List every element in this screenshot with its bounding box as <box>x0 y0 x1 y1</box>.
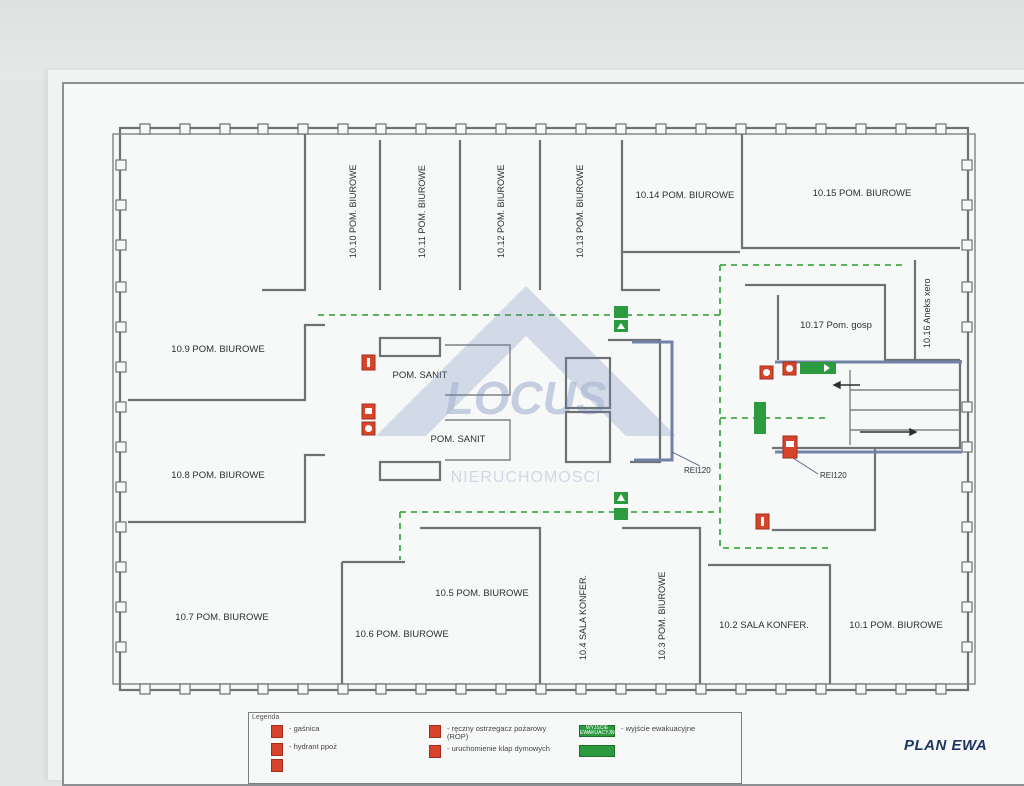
legend-item-rop: - ręczny ostrzegacz pożarowy (ROP) <box>429 725 567 741</box>
room-10-16-label: 10.16 Aneks xero <box>922 278 932 348</box>
wall-background <box>0 0 1024 80</box>
fire-extinguisher-icon <box>755 513 770 530</box>
exit-sign-icon <box>800 362 836 374</box>
fire-alarm-call-point-icon <box>429 725 441 738</box>
room-10-13-label: 10.13 POM. BIUROWE <box>575 164 585 258</box>
legend-extinguisher-text: - gaśnica <box>289 724 320 733</box>
interior-walls <box>128 134 962 684</box>
exit-sign-icon <box>614 306 628 332</box>
hydrant-icon <box>271 743 283 756</box>
room-10-4-label: 10.4 SALA KONFER. <box>578 575 588 660</box>
sanitary-room-2-label: POM. SANIT <box>431 434 486 445</box>
legend-item-exit: WYJŚCIE EWAKUACYJNE - wyjście ewakuacyjn… <box>579 725 695 737</box>
room-10-5-label: 10.5 POM. BIUROWE <box>435 588 528 599</box>
hydrant-icon <box>361 403 376 420</box>
legend-hydrant-text: - hydrant ppoż <box>289 742 337 751</box>
room-10-15-label: 10.15 POM. BIUROWE <box>813 188 912 199</box>
sanitary-room-1-label: POM. SANIT <box>393 370 448 381</box>
smoke-vent-trigger-icon <box>782 361 797 376</box>
legend-item-extinguisher: - gaśnica <box>271 725 319 738</box>
legend-smoke-text: - uruchomienie klap dymowych <box>447 744 550 753</box>
room-10-10-label: 10.10 POM. BIUROWE <box>348 164 358 258</box>
legend-item-exit-arrow <box>579 745 615 757</box>
room-10-17-label: 10.17 Pom. gosp <box>800 320 872 331</box>
rei-label-right: REI120 <box>820 471 847 480</box>
room-10-2-label: 10.2 SALA KONFER. <box>719 620 809 631</box>
room-10-8-label: 10.8 POM. BIUROWE <box>171 470 264 481</box>
fire-extinguisher-icon <box>271 725 283 738</box>
plan-sheet <box>62 82 1024 786</box>
rei-label-left: REI120 <box>684 466 711 475</box>
legend-rop-text: - ręczny ostrzegacz pożarowy (ROP) <box>447 724 547 741</box>
room-10-1-label: 10.1 POM. BIUROWE <box>849 620 942 631</box>
room-10-3-label: 10.3 POM. BIUROWE <box>657 571 667 660</box>
room-10-7-label: 10.7 POM. BIUROWE <box>175 612 268 623</box>
floor-plan: 10.9 POM. BIUROWE 10.8 POM. BIUROWE 10.7… <box>112 123 976 695</box>
room-10-9-label: 10.9 POM. BIUROWE <box>171 344 264 355</box>
exit-sign-icon: WYJŚCIE EWAKUACYJNE <box>579 725 618 737</box>
plan-title: PLAN EWA <box>904 737 988 754</box>
exit-sign-icon <box>614 492 628 520</box>
exit-arrow-icon <box>579 745 615 757</box>
legend: Legenda - gaśnica - hydrant ppoż - ręczn… <box>248 712 742 784</box>
smoke-vent-icon <box>271 759 283 772</box>
fire-alarm-call-point-icon <box>759 365 774 380</box>
legend-title: Legenda <box>252 714 280 721</box>
smoke-vent-trigger-icon <box>429 745 441 758</box>
exit-sign-icon <box>754 402 766 434</box>
room-10-14-label: 10.14 POM. BIUROWE <box>636 190 735 201</box>
evacuation-route <box>318 264 905 560</box>
fire-extinguisher-icon <box>361 354 376 371</box>
outer-wall <box>118 126 970 692</box>
legend-item-smoke-bottom <box>271 759 283 772</box>
legend-exit-text: - wyjście ewakuacyjne <box>621 724 696 733</box>
fire-alarm-call-point-icon <box>361 421 376 436</box>
window-columns <box>115 123 973 695</box>
room-10-6-label: 10.6 POM. BIUROWE <box>355 629 448 640</box>
legend-item-hydrant: - hydrant ppoż <box>271 743 337 756</box>
hydrant-icon <box>782 435 798 459</box>
room-10-11-label: 10.11 POM. BIUROWE <box>417 165 427 258</box>
stair-arrows <box>832 380 918 437</box>
outer-wall-inner <box>112 133 976 685</box>
legend-item-smoke: - uruchomienie klap dymowych <box>429 745 550 758</box>
room-10-12-label: 10.12 POM. BIUROWE <box>496 164 506 258</box>
